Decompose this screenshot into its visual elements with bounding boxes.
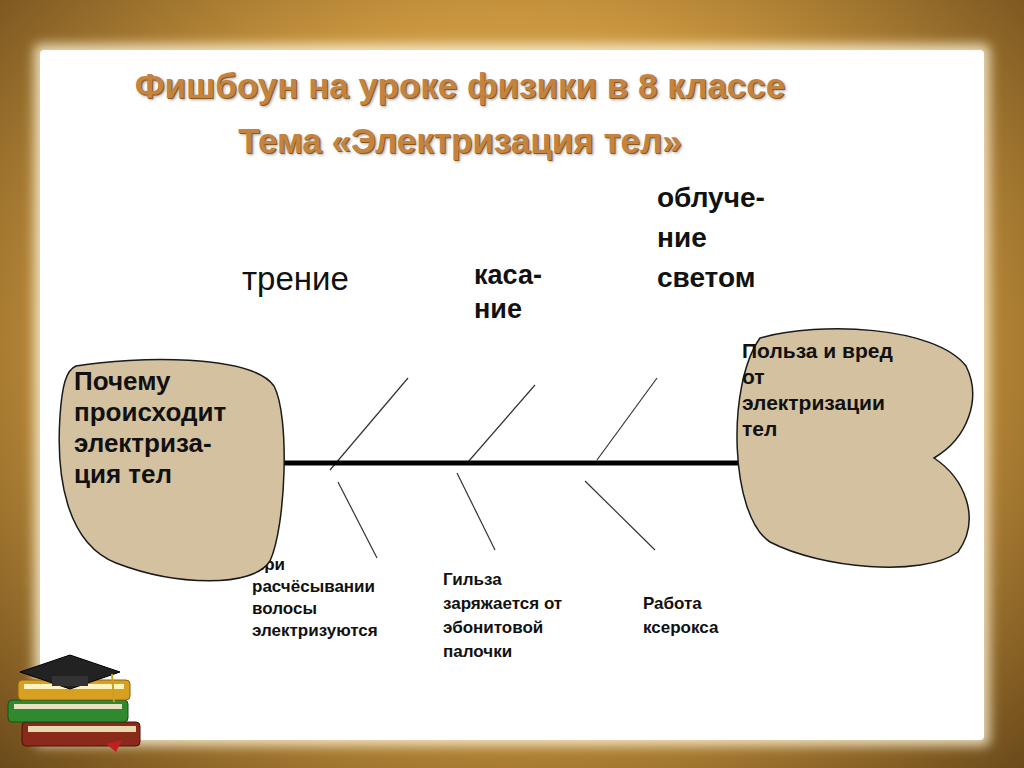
- slide-subtitle: Тема «Электризация тел»: [0, 121, 920, 161]
- fish-tail: Польза и вред от электризации тел: [730, 326, 978, 570]
- example-label: При расчёсывании волосы электризуются: [252, 554, 402, 642]
- blob-shape: [737, 329, 973, 567]
- node-text: Почему происходит электриза- ция тел: [74, 366, 266, 490]
- example-label: Гильза заряжается от эбонитовой палочки: [443, 568, 591, 664]
- fish-head: Почему происходит электриза- ция тел: [56, 356, 290, 588]
- blob-shape: [59, 359, 284, 580]
- slide-title: Фишбоун на уроке физики в 8 классе: [0, 66, 920, 106]
- branch-label: трение: [242, 260, 402, 298]
- branch-label: каса- ние: [474, 258, 566, 326]
- blob-outline: [730, 326, 978, 570]
- example-label: Работа ксерокса: [643, 592, 755, 640]
- branch-label: облуче- ние светом: [657, 178, 792, 298]
- node-text: Польза и вред от электризации тел: [742, 338, 907, 442]
- books-icon: [8, 655, 140, 752]
- fish-bones: [330, 378, 657, 558]
- fish-spine: [278, 463, 740, 464]
